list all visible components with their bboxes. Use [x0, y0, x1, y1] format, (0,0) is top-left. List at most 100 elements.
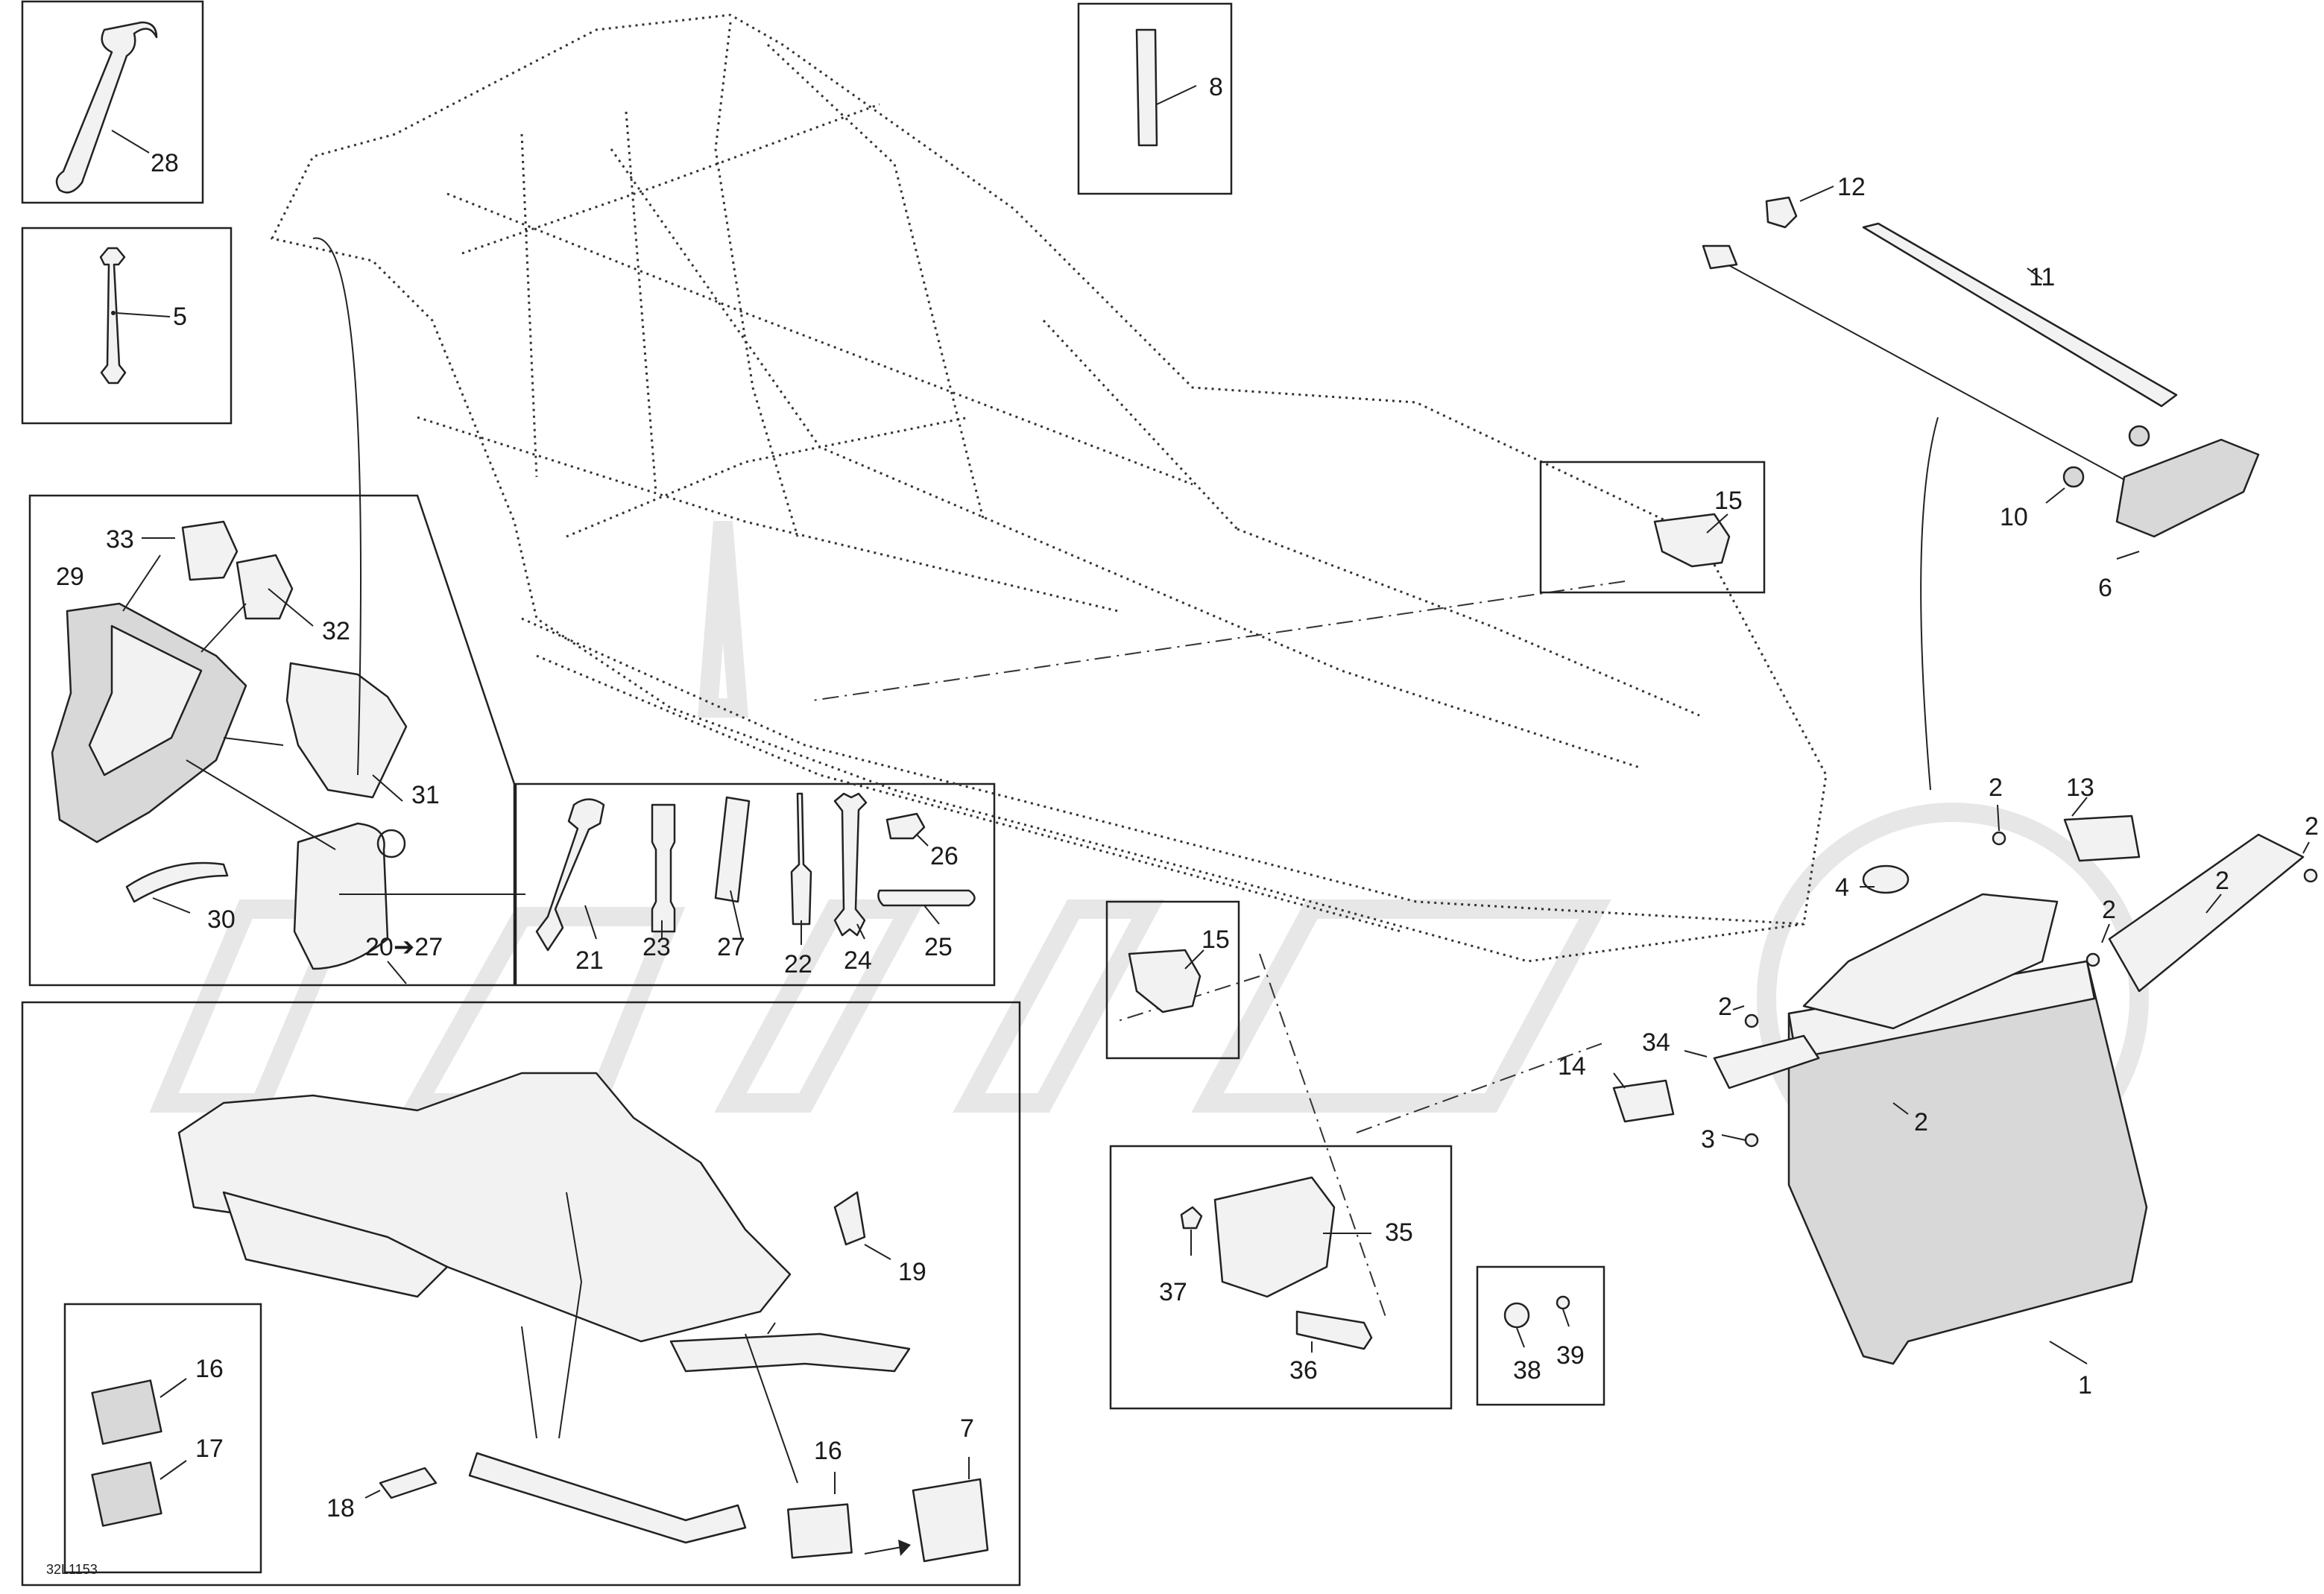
box-items-38-39: 38 39	[1476, 1265, 1605, 1406]
cap-part-33	[181, 520, 239, 581]
wrench-part-24	[833, 792, 868, 937]
callout-14: 14	[1558, 1052, 1586, 1081]
callout-2-f: 2	[1914, 1108, 1928, 1136]
foam-insert-part-31	[285, 662, 408, 799]
box-item-15-upper: 15	[1539, 461, 1766, 594]
tool-bag-part	[293, 822, 389, 970]
box-tool-kit: 21 23 27 22 24 26 25	[514, 782, 996, 987]
screwdriver-part-22	[790, 792, 812, 926]
callout-8: 8	[1209, 73, 1223, 101]
callout-30: 30	[207, 905, 236, 934]
decal-part-18	[379, 1467, 438, 1499]
socket-part-27	[714, 796, 751, 903]
box-storage-items: 33 29 32 31 30 20➔27	[28, 494, 525, 987]
tail-light-part-6	[2115, 438, 2260, 538]
callout-10: 10	[2000, 503, 2028, 531]
clip-part-26	[885, 812, 926, 840]
emblem-part-7	[912, 1478, 989, 1563]
callout-2-d: 2	[2215, 867, 2229, 895]
open-end-wrench-part	[99, 247, 127, 385]
callout-36: 36	[1289, 1356, 1318, 1385]
callout-7: 7	[960, 1414, 974, 1443]
callout-38: 38	[1513, 1356, 1541, 1385]
callout-2-e: 2	[1718, 993, 1732, 1021]
callout-22: 22	[784, 950, 812, 978]
socket-part-23	[651, 803, 676, 933]
callout-6: 6	[2098, 574, 2112, 602]
callout-25: 25	[924, 933, 953, 961]
callout-19: 19	[898, 1258, 926, 1286]
washer-part-3	[1744, 1133, 1759, 1148]
callout-2-c: 2	[2102, 896, 2116, 924]
cap-part-32	[236, 554, 294, 620]
ski-part	[468, 1452, 747, 1544]
chassis-frame-drawing	[270, 13, 1939, 1320]
grommet-part-38	[1503, 1302, 1530, 1329]
callout-3: 3	[1701, 1125, 1715, 1154]
screw-part-2b	[2303, 868, 2318, 883]
callout-37: 37	[1159, 1278, 1187, 1306]
callout-26: 26	[930, 842, 959, 870]
callout-20-27: 20➔27	[365, 933, 443, 961]
clip-part-12	[1765, 196, 1798, 229]
box-item-28: 28	[21, 0, 204, 204]
callout-27: 27	[717, 933, 745, 961]
mudguard-part	[1802, 893, 2059, 1030]
callout-16-a: 16	[195, 1355, 224, 1383]
reflector-part-16	[91, 1379, 162, 1445]
bracket-part-34	[1713, 1034, 1820, 1089]
spring-clip-part-25	[877, 889, 976, 907]
nut-part-37	[1180, 1206, 1203, 1230]
callout-11: 11	[2029, 263, 2055, 291]
callout-15-upper: 15	[1714, 487, 1743, 515]
decal-part-16	[787, 1503, 853, 1559]
bracket-part-15-upper	[1653, 513, 1731, 568]
callout-39: 39	[1556, 1341, 1585, 1370]
box-snowmobile-decals: 19 18 16 17 16 7 32L1153	[21, 1001, 1021, 1587]
callout-4: 4	[1835, 873, 1849, 902]
callout-2-a: 2	[1989, 774, 2003, 802]
callout-21: 21	[575, 946, 604, 975]
callout-33: 33	[106, 525, 134, 554]
callout-2-b: 2	[2305, 812, 2319, 841]
callout-12: 12	[1837, 173, 1866, 201]
decal-part-14	[1612, 1079, 1675, 1123]
bolt-part-36	[1295, 1310, 1373, 1350]
screw-part-2d	[1744, 1013, 1759, 1028]
bumper-part	[669, 1332, 911, 1373]
screw-part-2a	[1992, 831, 2006, 846]
snow-flap-part-1	[1787, 960, 2148, 1365]
emblem-part-4	[1862, 864, 1910, 894]
spark-plug-wrench-part-21	[535, 798, 605, 952]
callout-13: 13	[2066, 774, 2094, 802]
callout-29: 29	[56, 563, 84, 591]
spanner-wrench-part	[55, 21, 158, 194]
box-hitch-items: 35 37 36	[1109, 1145, 1453, 1410]
callout-23: 23	[642, 933, 671, 961]
callout-15-lower: 15	[1202, 926, 1230, 954]
hitch-bracket-part-35	[1213, 1176, 1336, 1298]
callout-5: 5	[173, 303, 187, 331]
callout-31: 31	[411, 781, 440, 809]
callout-18: 18	[326, 1494, 355, 1522]
strap-part-30	[125, 861, 229, 903]
screw-part-2c	[2085, 952, 2100, 967]
callout-32: 32	[322, 617, 350, 645]
callout-34: 34	[1642, 1028, 1670, 1057]
callout-24: 24	[844, 946, 872, 975]
bracket-part-15-lower	[1128, 949, 1202, 1013]
box-item-5: 5	[21, 227, 233, 425]
callout-35: 35	[1385, 1218, 1413, 1247]
callout-1: 1	[2078, 1371, 2092, 1400]
grommet-part-10a	[2062, 466, 2085, 488]
washer-part-39	[1556, 1295, 1570, 1310]
decal-part-13	[2063, 815, 2141, 862]
callout-28: 28	[151, 149, 179, 177]
decal-part-19	[833, 1191, 866, 1246]
rear-flap-assembly: 2 13 2 2 2 4 2 34 14 2 3 1	[1558, 774, 2319, 1400]
box-item-15-lower: 15	[1105, 900, 1240, 1060]
trim-strip-part-11	[1862, 222, 2178, 408]
callout-16-b: 16	[814, 1437, 842, 1465]
pin-part-8	[1135, 28, 1158, 147]
